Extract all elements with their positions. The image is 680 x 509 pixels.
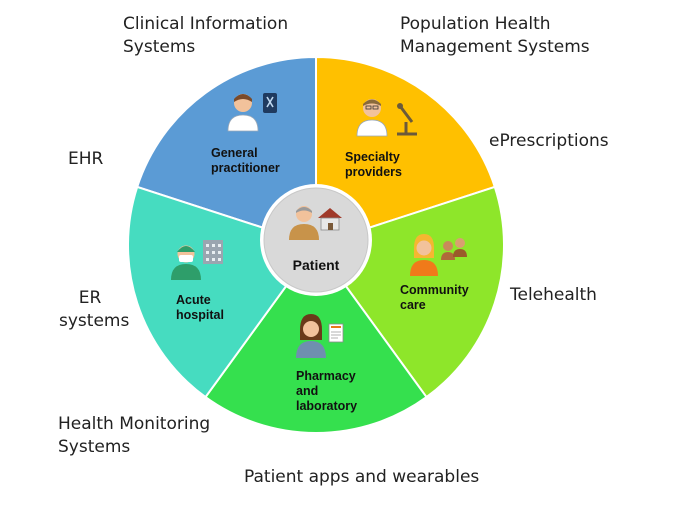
- label-telehealth: Telehealth: [510, 285, 597, 305]
- label-patient-apps-wearables: Patient apps and wearables: [244, 467, 480, 487]
- center-label: Patient: [293, 257, 340, 273]
- label-clinical-information-systems: Clinical Information Systems: [123, 14, 289, 57]
- segment-specialty: [315, 55, 497, 247]
- label-ehr: EHR: [68, 149, 104, 169]
- doctor-xray-icon: [227, 93, 277, 132]
- pharmacist-prescription-icon: [296, 314, 344, 358]
- label-er-systems: ER systems: [59, 288, 130, 331]
- label-health-monitoring-systems: Health Monitoring Systems: [58, 414, 211, 457]
- surgeon-hospital-icon: [171, 240, 223, 280]
- label-eprescriptions: ePrescriptions: [489, 131, 609, 151]
- caregiver-group-icon: [410, 234, 467, 276]
- label-population-health-management: Population Health Management Systems: [400, 14, 590, 57]
- specialist-microscope-icon: [356, 99, 417, 137]
- patient-home-icon: [289, 206, 342, 240]
